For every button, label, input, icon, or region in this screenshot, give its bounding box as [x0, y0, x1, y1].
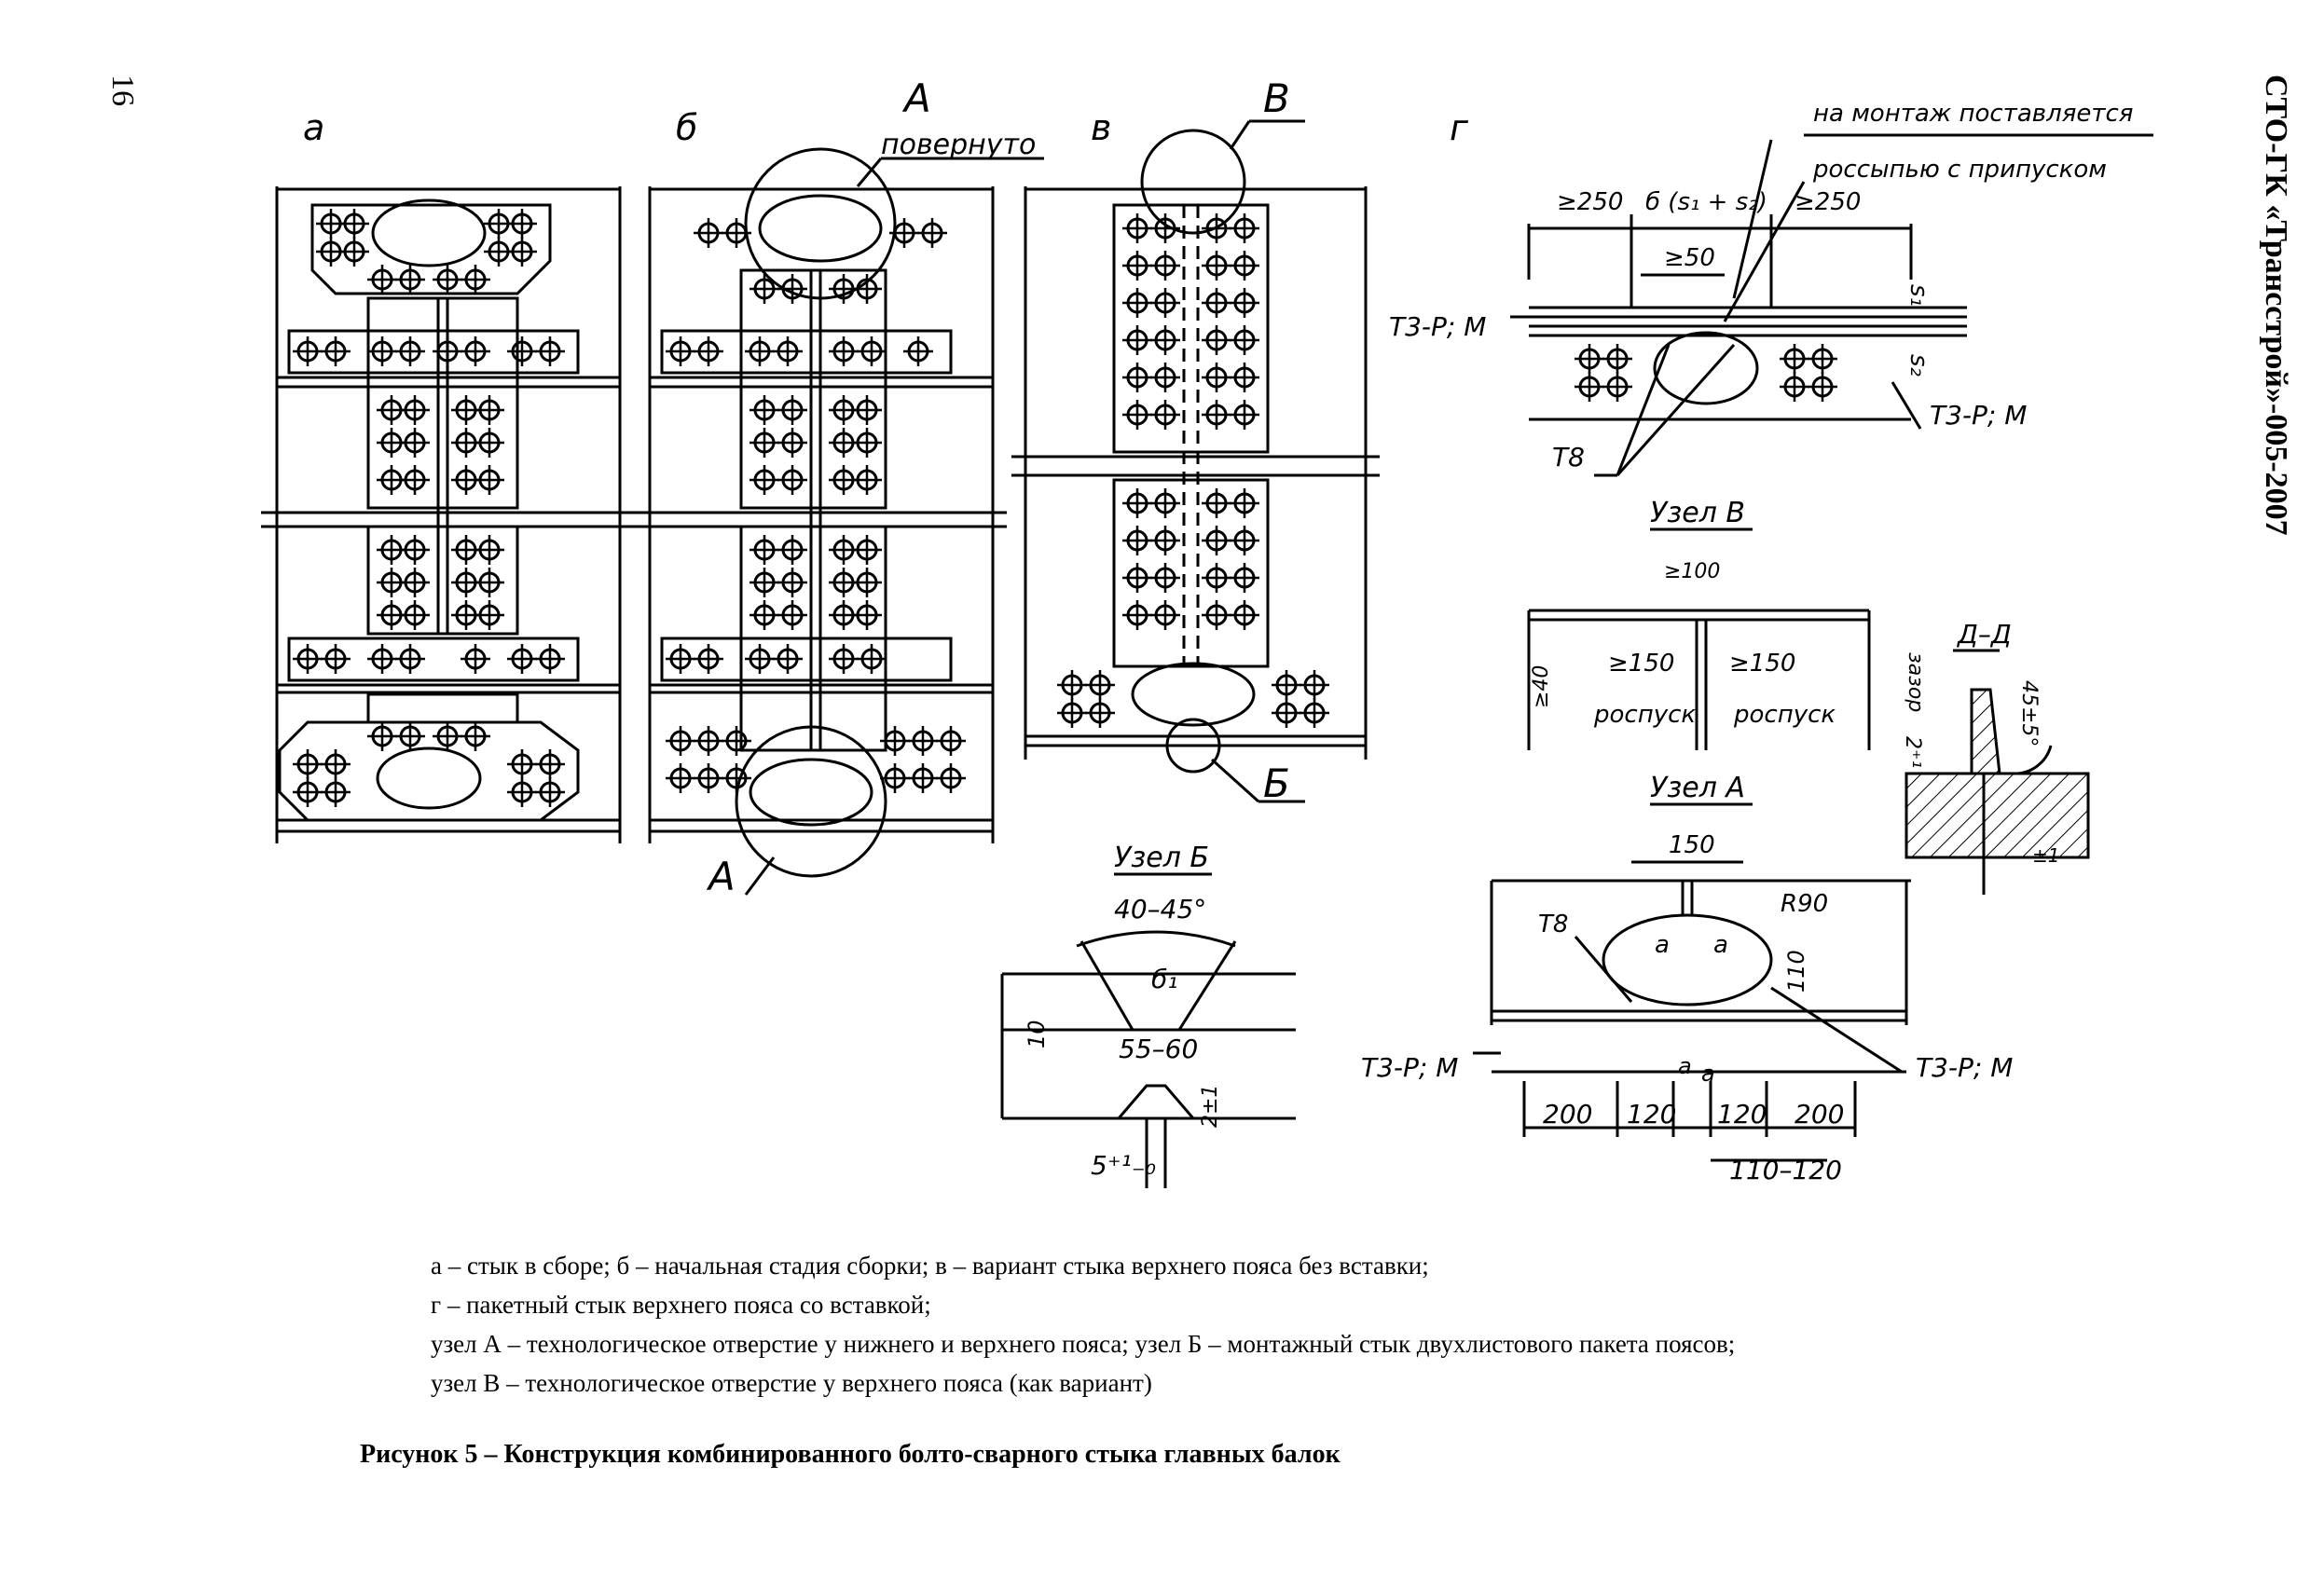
node-a-a-mid-right: a — [1701, 1061, 1715, 1087]
panel-g-dim-50: ≥50 — [1664, 244, 1715, 272]
panel-v-callout-bottom: Б — [1263, 760, 1290, 806]
panel-b-label: б — [676, 107, 697, 148]
node-b-dim-2: 2±1 — [1199, 1085, 1222, 1128]
caption-line-1: а – стык в сборе; б – начальная стадия с… — [431, 1252, 1429, 1280]
node-b-dim-55-60: 55–60 — [1119, 1034, 1198, 1064]
panel-g-dim-left: ≥250 — [1557, 188, 1623, 216]
node-a-weld-left: Т3-Р; М — [1361, 1052, 1458, 1083]
panel-g-dim-mid: б (s₁ + s₂) — [1645, 188, 1767, 216]
panel-b-callout: А — [901, 75, 931, 121]
panel-v-callout-top: В — [1263, 75, 1290, 121]
node-a-title: Узел А — [1650, 772, 1745, 804]
panel-v: в В Б — [1011, 75, 1380, 806]
node-a: Узел А 150 R90 Т8 a a 110 Т3-Р; М Т3-Р; … — [1361, 772, 2013, 1185]
panel-g-s2: s₂ — [1905, 354, 1932, 377]
figure-caption: а – стык в сборе; б – начальная стадия с… — [431, 1246, 1735, 1403]
section-gap-value: 2⁺¹ — [1901, 736, 1924, 768]
node-b-title: Узел Б — [1114, 842, 1209, 874]
panel-a: а — [261, 107, 634, 843]
node-a-a-left: a — [1655, 931, 1670, 959]
caption-line-4: узел В – технологическое отверстие у вер… — [431, 1369, 1152, 1397]
panel-g-weld-right: Т3-Р; М — [1930, 400, 2027, 431]
node-v-rospusk-right: роспуск — [1733, 701, 1836, 729]
panel-g-note-1: на монтаж поставляется — [1813, 100, 2133, 128]
node-b-dim-10: 10 — [1024, 1020, 1050, 1048]
node-v-rospusk-left: роспуск — [1593, 701, 1696, 729]
panel-g-label: г — [1450, 107, 1469, 148]
node-v-dim-100: ≥100 — [1664, 560, 1720, 583]
node-a-dim-120-left: 120 — [1627, 1099, 1676, 1130]
panel-g-dim-right: ≥250 — [1795, 188, 1861, 216]
node-a-dim-150: 150 — [1669, 831, 1715, 859]
node-a-dim-120-right: 120 — [1717, 1099, 1767, 1130]
bottom-callout: А — [706, 854, 736, 899]
node-v-dim-40: ≥40 — [1530, 665, 1553, 708]
panel-v-label: в — [1091, 107, 1111, 148]
node-b-s-label: б₁ — [1151, 964, 1178, 994]
document-code: СТО-ГК «Трансстрой»-005-2007 — [2259, 75, 2293, 536]
page-number: 16 — [105, 75, 140, 106]
node-b: Узел Б 40–45° б₁ 10 55–60 5⁺¹₋₀ 2±1 — [1000, 842, 1296, 1188]
node-v: Узел В ≥100 ≥150 ≥150 ≥40 роспуск роспус… — [1527, 497, 1871, 750]
node-a-a-right: a — [1713, 931, 1728, 959]
node-a-r90: R90 — [1781, 890, 1828, 918]
node-v-dim-150-left: ≥150 — [1608, 650, 1674, 678]
node-a-weld-right: Т3-Р; М — [1916, 1052, 2013, 1083]
node-a-dim-200-right: 200 — [1795, 1099, 1844, 1130]
panel-a-label: а — [303, 107, 324, 148]
panel-g: г на монтаж поставляется россыпью с прип… — [1389, 100, 2153, 477]
figure-title: Рисунок 5 – Конструкция комбинированного… — [360, 1440, 1341, 1469]
node-b-gap: 5⁺¹₋₀ — [1091, 1150, 1156, 1181]
node-a-t8: Т8 — [1538, 911, 1568, 938]
node-a-a-mid-left: a — [1678, 1053, 1692, 1079]
node-a-dim-200-left: 200 — [1543, 1099, 1592, 1130]
panel-b: б А повернуто А — [634, 75, 1044, 899]
panel-g-note-2: россыпью с припуском — [1812, 156, 2107, 184]
node-a-dim-110: 110 — [1783, 950, 1809, 993]
section-bevel: 45±5° — [2017, 680, 2041, 746]
panel-g-weld-left: Т3-Р; М — [1389, 311, 1486, 342]
caption-line-3: узел А – технологическое отверстие у ниж… — [431, 1330, 1736, 1358]
panel-g-s1: s₁ — [1905, 284, 1932, 307]
section-dd: Д–Д зазор 2⁺¹ 45±5° ±1 — [1901, 619, 2090, 895]
section-title: Д–Д — [1956, 619, 2012, 650]
node-v-dim-150-right: ≥150 — [1729, 650, 1795, 678]
panel-b-callout-note: повернуто — [881, 129, 1036, 161]
node-v-title: Узел В — [1650, 497, 1745, 529]
caption-line-2: г – пакетный стык верхнего пояса со вста… — [431, 1291, 931, 1319]
node-b-angle: 40–45° — [1114, 894, 1206, 924]
section-gap-label: зазор — [1904, 652, 1927, 712]
panel-g-weld-t8: Т8 — [1552, 442, 1585, 472]
